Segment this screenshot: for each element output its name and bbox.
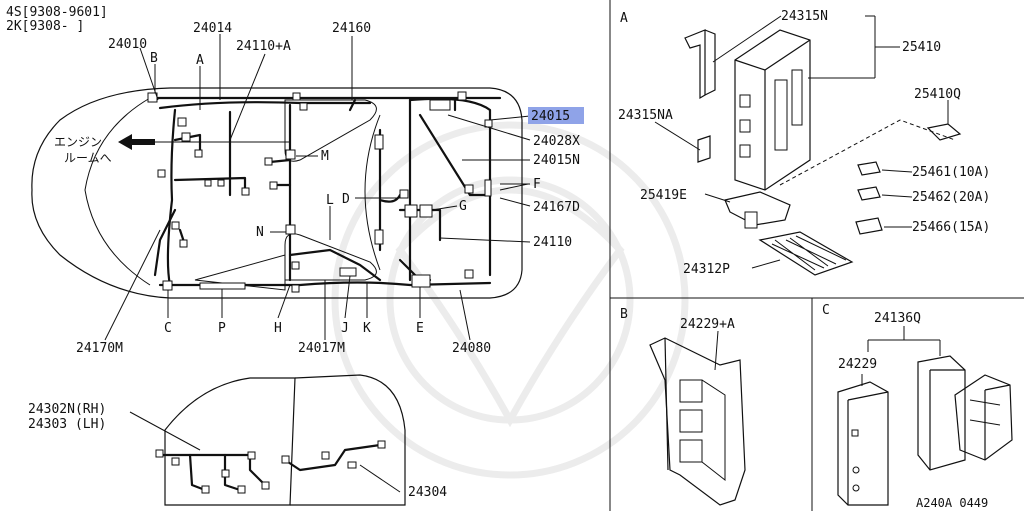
label-24017m: 24017M bbox=[298, 341, 345, 356]
diagram-code: A240A 0449 bbox=[916, 496, 988, 510]
rear-doors bbox=[129, 374, 406, 506]
label-24312p: 24312P bbox=[683, 262, 730, 277]
callout-f: F bbox=[533, 177, 541, 192]
engine-room-arrow bbox=[118, 134, 290, 150]
label-24302n-rh: 24302N(RH) bbox=[28, 402, 106, 417]
callout-h: H bbox=[274, 321, 282, 336]
callout-j: J bbox=[341, 321, 349, 336]
panel-a-drawing bbox=[654, 15, 962, 276]
label-24229-a: 24229+A bbox=[680, 317, 735, 332]
label-25410q: 25410Q bbox=[914, 87, 961, 102]
label-24315n: 24315N bbox=[781, 9, 828, 24]
label-24160: 24160 bbox=[332, 21, 371, 36]
panel-dividers bbox=[609, 0, 1024, 511]
header-line-1: 4S[9308-9601] bbox=[6, 5, 108, 20]
label-24015n: 24015N bbox=[533, 153, 580, 168]
panel-c-drawing bbox=[837, 326, 1013, 506]
label-24170m: 24170M bbox=[76, 341, 123, 356]
label-24010: 24010 bbox=[108, 37, 147, 52]
panel-b-drawing bbox=[649, 330, 746, 506]
label-24015: 24015 bbox=[531, 109, 570, 124]
callout-d: D bbox=[342, 192, 350, 207]
label-24110-a: 24110+A bbox=[236, 39, 291, 54]
label-25410: 25410 bbox=[902, 40, 941, 55]
label-24303-lh: 24303 (LH) bbox=[28, 417, 106, 432]
label-25461-10a: 25461(10A) bbox=[912, 165, 990, 180]
label-24080: 24080 bbox=[452, 341, 491, 356]
watermark bbox=[331, 121, 689, 479]
header-line-2: 2K[9308- ] bbox=[6, 19, 84, 34]
callout-l: L bbox=[326, 193, 334, 208]
label-24028x: 24028X bbox=[533, 134, 580, 149]
engine-room-note-line-2: ルームへ bbox=[64, 151, 112, 165]
label-24315na: 24315NA bbox=[618, 108, 673, 123]
callout-b: B bbox=[150, 51, 158, 66]
callout-k: K bbox=[363, 321, 371, 336]
label-25466-15a: 25466(15A) bbox=[912, 220, 990, 235]
callout-p: P bbox=[218, 321, 226, 336]
label-24229: 24229 bbox=[838, 357, 877, 372]
callout-e: E bbox=[416, 321, 424, 336]
main-harness bbox=[148, 96, 502, 287]
label-24110: 24110 bbox=[533, 235, 572, 250]
callout-n: N bbox=[256, 225, 264, 240]
highlight-24015 bbox=[528, 107, 584, 124]
leader-lines bbox=[104, 34, 531, 341]
callout-a: A bbox=[196, 53, 204, 68]
panel-a-title: A bbox=[620, 11, 628, 26]
label-24014: 24014 bbox=[193, 21, 232, 36]
panel-c-title: C bbox=[822, 303, 830, 318]
engine-room-note-line-1: エンジン bbox=[54, 135, 102, 149]
label-24304: 24304 bbox=[408, 485, 447, 500]
callout-m: M bbox=[321, 149, 329, 164]
label-24167d: 24167D bbox=[533, 200, 580, 215]
label-25419e: 25419E bbox=[640, 188, 687, 203]
panel-b-title: B bbox=[620, 307, 628, 322]
callout-g: G bbox=[459, 199, 467, 214]
label-25462-20a: 25462(20A) bbox=[912, 190, 990, 205]
main-connectors bbox=[147, 91, 493, 293]
callout-c: C bbox=[164, 321, 172, 336]
label-24136q: 24136Q bbox=[874, 311, 921, 326]
